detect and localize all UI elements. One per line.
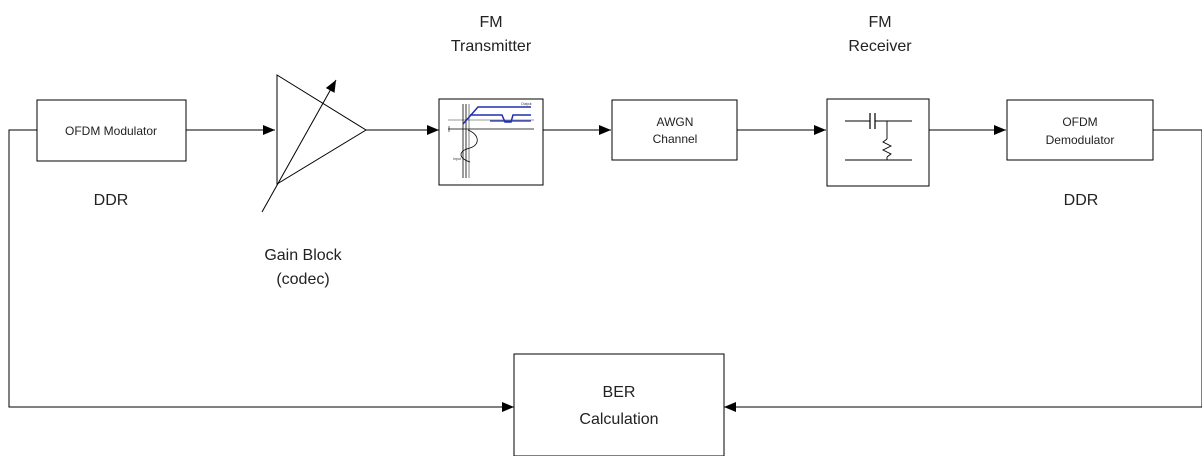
variable-gain-arrow-icon — [261, 79, 337, 213]
awgn-label-line2: Channel — [653, 132, 698, 146]
ofdm-demodulator-block[interactable]: OFDM Demodulator — [1006, 99, 1154, 161]
awgn-channel-block[interactable]: AWGN Channel — [611, 99, 738, 161]
fm-transmitter-block[interactable]: Output Input — [438, 98, 544, 186]
fm-transmitter-box — [438, 98, 544, 186]
ber-calculation-box — [513, 353, 725, 456]
gain-block[interactable] — [261, 74, 367, 213]
ofdm-modulator-caption: DDR — [94, 192, 129, 209]
ber-label-line2: Calculation — [579, 411, 658, 428]
fm-receiver-block[interactable] — [826, 98, 930, 187]
ofdm-modulator-block[interactable]: OFDM Modulator — [36, 99, 187, 162]
fm-transfer-output-label: Output — [521, 102, 532, 106]
fm-receiver-title-line2: Receiver — [848, 38, 912, 55]
fm-transmitter-title-line1: FM — [479, 14, 502, 31]
amplifier-triangle-icon — [276, 74, 367, 185]
gain-caption-line1: Gain Block — [264, 247, 342, 264]
ofdm-demodulator-caption: DDR — [1064, 192, 1099, 209]
ber-label-line1: BER — [603, 384, 636, 401]
gain-caption-line2: (codec) — [276, 271, 329, 288]
ofdm-demodulator-label-line2: Demodulator — [1046, 133, 1115, 147]
ofdm-demodulator-label-line1: OFDM — [1062, 115, 1097, 129]
wire-demod-to-ber — [724, 129, 1202, 412]
fm-receiver-title-line1: FM — [868, 14, 891, 31]
rc-filter-circuit-icon — [845, 113, 912, 161]
awgn-channel-box — [611, 99, 738, 161]
wire-mod-to-ber — [8, 129, 514, 412]
fm-transmitter-title-line2: Transmitter — [451, 38, 532, 55]
fm-receiver-box — [826, 98, 930, 187]
fm-transfer-input-label: Input — [453, 157, 461, 161]
ofdm-modulator-box — [36, 99, 187, 162]
ofdm-demodulator-box — [1006, 99, 1154, 161]
fm-transfer-graph-icon: Output Input — [448, 102, 534, 178]
awgn-label-line1: AWGN — [657, 115, 694, 129]
connections — [8, 125, 1202, 412]
ofdm-modulator-label: OFDM Modulator — [65, 124, 157, 138]
ber-calculation-block[interactable]: BER Calculation — [513, 353, 725, 456]
